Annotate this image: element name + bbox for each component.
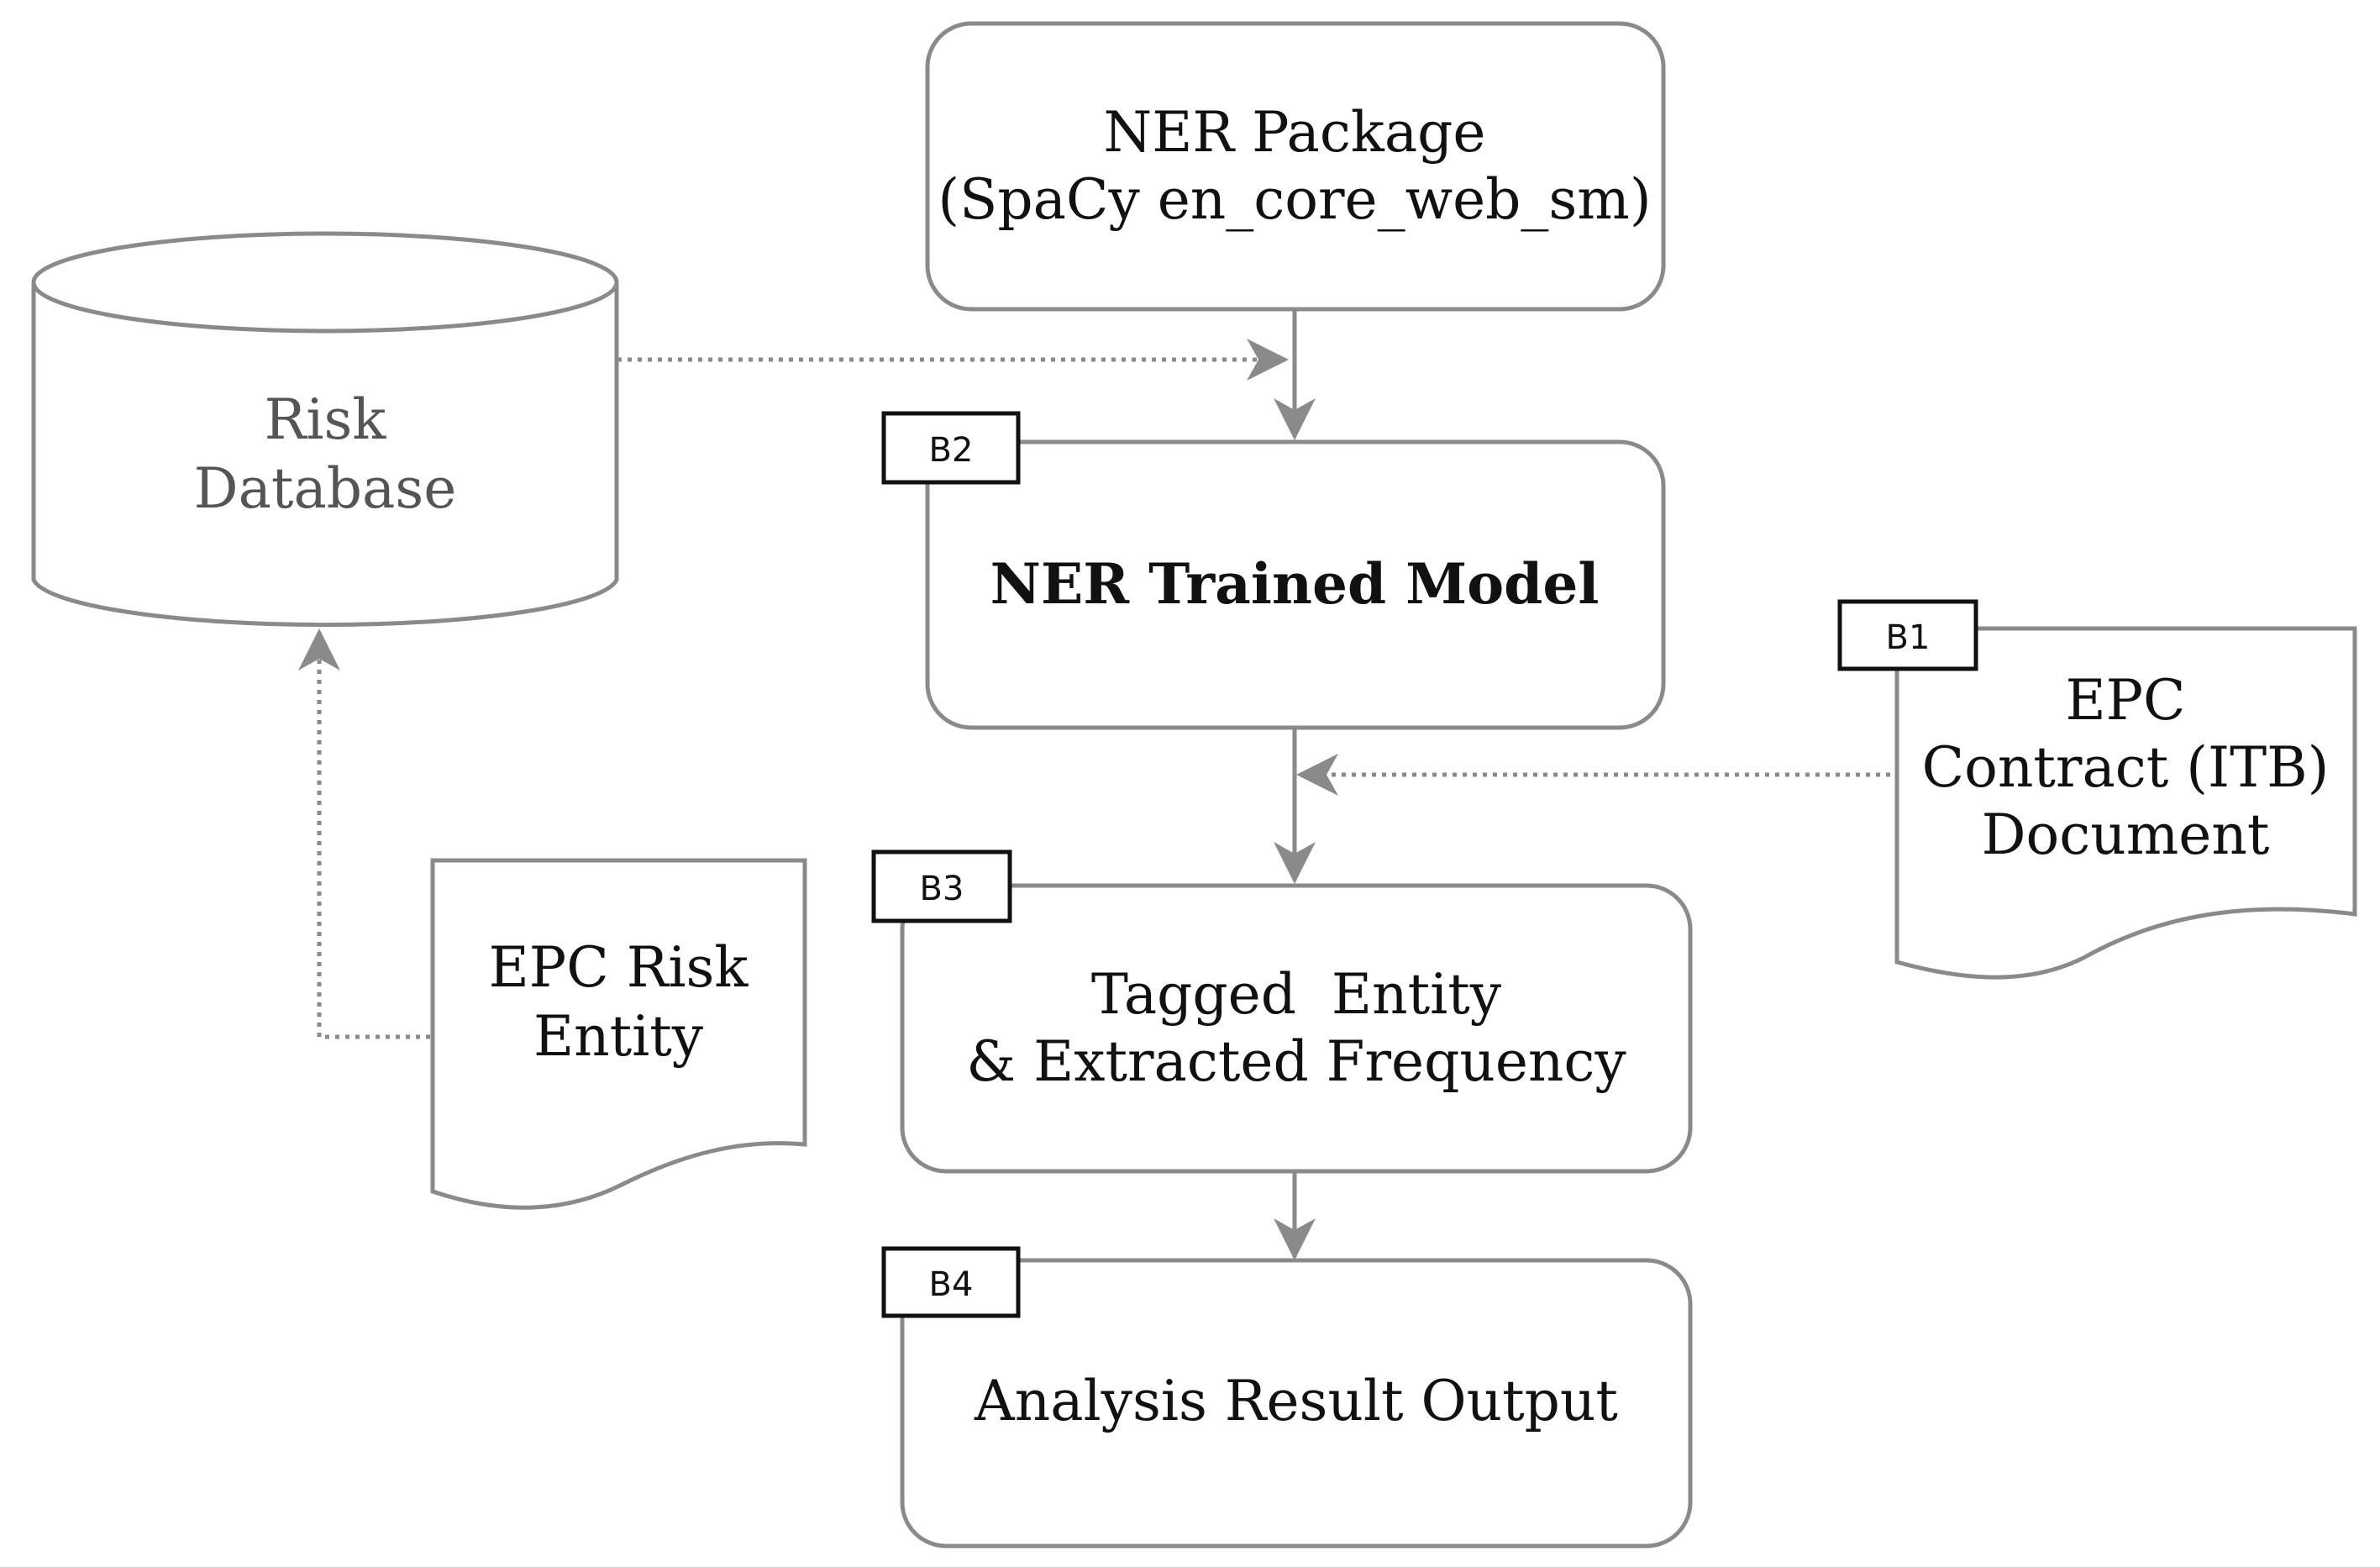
risk-database-node: Risk Database (31, 231, 619, 628)
risk-database-label-line2: Database (194, 456, 457, 521)
ner-trained-model-label: NER Trained Model (990, 551, 1600, 617)
connectors (298, 309, 1900, 1260)
tag-b3 (871, 849, 1012, 923)
epc-contract-line2: Contract (ITB) (1922, 735, 2330, 800)
tag-b4 (881, 1246, 1021, 1318)
ner-trained-model-node: NER Trained Model B2 (881, 411, 1666, 730)
epc-contract-line3: Document (1982, 802, 2270, 867)
tag-b2 (881, 411, 1021, 485)
epc-contract-document-node: EPC Contract (ITB) Document B1 (1837, 599, 2357, 980)
ner-package-subtitle: (SpaCy en_core_web_sm) (938, 167, 1651, 232)
tag-b1 (1837, 599, 1978, 671)
tag-b3-label: B3 (920, 870, 964, 908)
analysis-output-node: Analysis Result Output B4 (881, 1246, 1693, 1549)
tag-b4-label: B4 (929, 1265, 974, 1304)
epc-risk-entity-line1: EPC Risk (489, 935, 749, 1000)
tag-b2-label: B2 (929, 431, 974, 470)
ner-package-title: NER Package (1103, 100, 1485, 165)
tagged-entity-line1: Tagged Entity (1091, 962, 1502, 1027)
tagged-entity-line2: & Extracted Frequency (966, 1029, 1626, 1094)
tagged-entity-node: Tagged Entity & Extracted Frequency B3 (871, 849, 1693, 1174)
epc-contract-line1: EPC (2065, 668, 2185, 733)
dotted-arrow-risk-entity-to-db (298, 628, 430, 1039)
epc-risk-entity-node: EPC Risk Entity (430, 858, 807, 1210)
epc-risk-entity-line2: Entity (533, 1004, 704, 1069)
analysis-output-label: Analysis Result Output (974, 1369, 1618, 1433)
tag-b1-label: B1 (1886, 618, 1931, 657)
ner-package-node: NER Package (SpaCy en_core_web_sm) (925, 21, 1666, 312)
risk-database-label-line1: Risk (265, 387, 387, 452)
